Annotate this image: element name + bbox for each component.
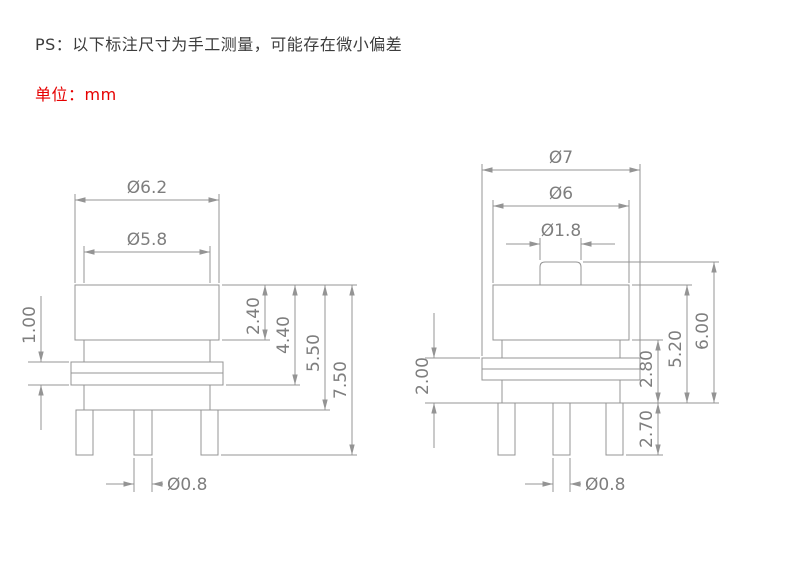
pin-left bbox=[497, 402, 516, 456]
neck-outline bbox=[83, 339, 211, 363]
pin-right bbox=[605, 402, 624, 456]
right-dim-plunger-diameter: Ø1.8 bbox=[541, 221, 581, 241]
pin-left bbox=[75, 409, 94, 456]
left-dim-flange-depth: 4.40 bbox=[274, 316, 294, 354]
right-dim-pin-diameter: Ø0.8 bbox=[585, 475, 625, 495]
left-dim-pin-diameter: Ø0.8 bbox=[167, 475, 207, 495]
plunger-outline bbox=[539, 261, 582, 286]
pin-center bbox=[552, 402, 571, 456]
unit-label: 单位：mm bbox=[35, 85, 117, 104]
right-dim-pin-length: 2.70 bbox=[637, 410, 657, 448]
pin-right bbox=[200, 409, 219, 456]
right-dim-total-height: 6.00 bbox=[693, 312, 713, 350]
right-view-dimensions: Ø7 Ø6 Ø1.8 2.80 2.70 bbox=[413, 148, 719, 495]
body-outline bbox=[74, 284, 220, 341]
left-view-dimensions: Ø6.2 Ø5.8 2.40 4.40 5.50 7.50 bbox=[20, 178, 357, 495]
left-dim-flange-thickness: 1.00 bbox=[20, 306, 40, 344]
right-dim-body-diameter: Ø6 bbox=[549, 184, 573, 204]
left-view-part-outline bbox=[70, 284, 224, 456]
right-view-part-outline bbox=[481, 261, 641, 456]
measurement-note: PS：以下标注尺寸为手工测量，可能存在微小偏差 bbox=[35, 35, 403, 54]
base-outline bbox=[501, 379, 621, 404]
left-dim-base-depth: 5.50 bbox=[304, 334, 324, 372]
left-dim-inner-diameter: Ø5.8 bbox=[127, 230, 167, 250]
body-outline bbox=[492, 284, 630, 341]
neck-outline bbox=[501, 339, 621, 359]
right-dim-body-to-base: 2.80 bbox=[637, 350, 657, 388]
right-dim-flange-diameter: Ø7 bbox=[549, 148, 573, 168]
pin-center bbox=[133, 409, 153, 456]
right-dim-flange-to-base: 2.00 bbox=[413, 357, 433, 395]
left-dim-total-height: 7.50 bbox=[331, 361, 351, 399]
left-dim-outer-diameter: Ø6.2 bbox=[127, 178, 167, 198]
left-view: Ø6.2 Ø5.8 2.40 4.40 5.50 7.50 bbox=[20, 178, 357, 495]
right-view: Ø7 Ø6 Ø1.8 2.80 2.70 bbox=[413, 148, 719, 495]
base-outline bbox=[83, 384, 211, 411]
left-dim-body-height: 2.40 bbox=[244, 297, 264, 335]
right-dim-top-to-base: 5.20 bbox=[666, 330, 686, 368]
